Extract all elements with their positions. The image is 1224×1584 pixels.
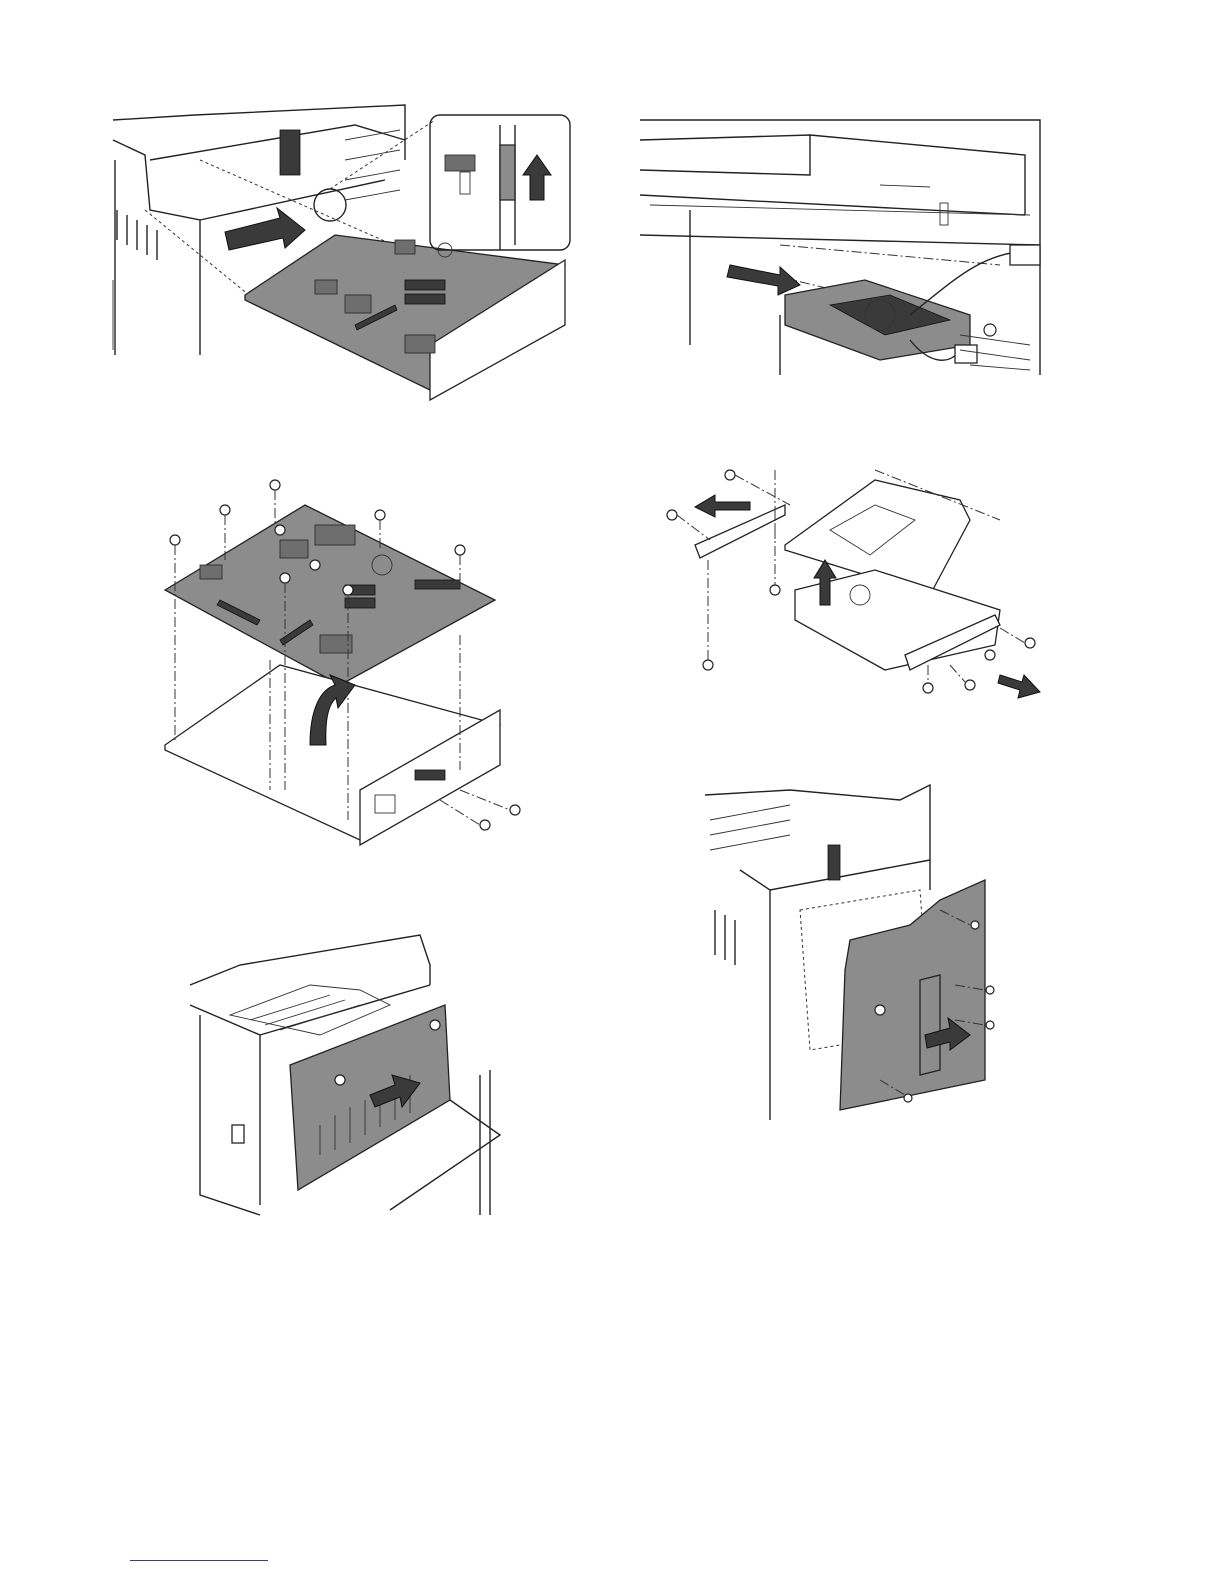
screw-icon [904, 1094, 912, 1102]
footer-rule [130, 1560, 268, 1561]
vent-slots-icon [715, 910, 735, 965]
vent-slots-icon [117, 210, 157, 260]
screw-icon [430, 1020, 440, 1030]
rear-cover-figure [180, 925, 510, 1225]
slide-right-arrow-icon [998, 675, 1040, 698]
board-removal-figure [105, 100, 575, 415]
board-screws-figure [160, 470, 530, 850]
lift-up-arrow-icon [523, 155, 551, 200]
pull-out-arrow-icon [727, 265, 800, 295]
hdd-unit-removal-figure [630, 115, 1045, 380]
screw-icon [986, 986, 994, 994]
screw-icon [335, 1075, 345, 1085]
screw-icon [986, 1021, 994, 1029]
screw-icon [984, 324, 996, 336]
pull-out-arrow-icon [225, 208, 305, 250]
detail-circle-icon [314, 189, 346, 221]
side-cover-figure [700, 780, 1000, 1135]
screw-icon [971, 921, 979, 929]
screw-icon [875, 1005, 885, 1015]
hdd-bracket-figure [660, 460, 1050, 710]
slide-left-arrow-icon [695, 495, 750, 517]
